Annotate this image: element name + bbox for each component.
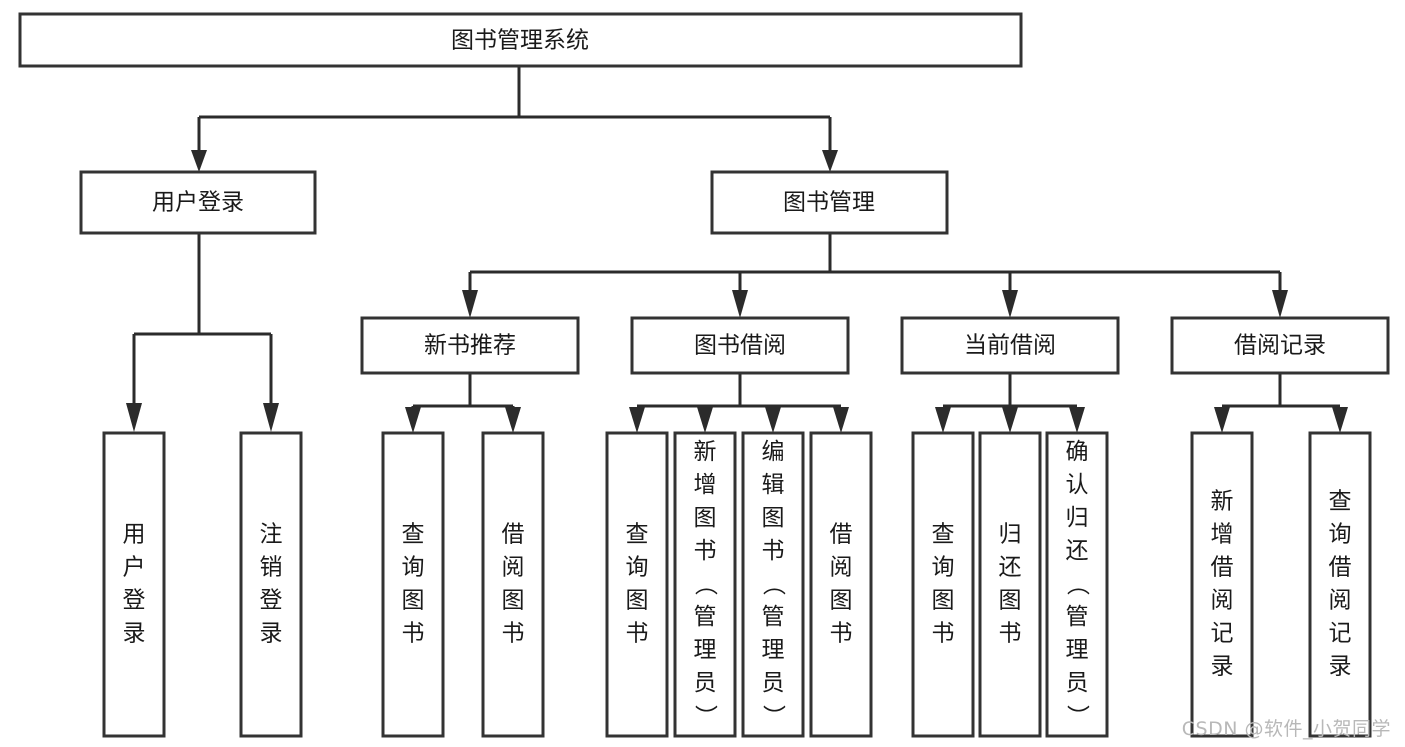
node-borrow-record[interactable]: 借阅记录 [1170, 316, 1390, 375]
node-root[interactable]: 图书管理系统 [18, 12, 1023, 68]
node-user-login-box[interactable] [79, 170, 317, 235]
node-leaf-borrow-book-2[interactable]: 借阅图书 [809, 431, 873, 738]
node-leaf-borrow-book-2-label: 借阅图书 [830, 522, 853, 647]
arrow-head-leaf-confirm-return [1069, 407, 1085, 433]
node-new-book-recommend-box[interactable] [360, 316, 580, 375]
node-leaf-logout-label: 注销登录 [260, 522, 283, 647]
arrow-head-leaf-return-book [1002, 407, 1018, 433]
node-current-borrow[interactable]: 当前借阅 [900, 316, 1120, 375]
node-leaf-query-book-3-box[interactable] [911, 431, 975, 738]
node-leaf-user-login-box[interactable] [102, 431, 166, 738]
node-leaf-query-book-1[interactable]: 查询图书 [381, 431, 445, 738]
node-leaf-confirm-return-box[interactable] [1045, 431, 1109, 738]
node-new-book-recommend-label: 新书推荐 [424, 333, 516, 359]
arrow-head-book-borrow [732, 290, 748, 318]
arrow-head-new-book-recommend [462, 290, 478, 318]
node-book-borrow-label: 图书借阅 [694, 333, 786, 359]
arrow-head-leaf-edit-book [765, 407, 781, 433]
node-leaf-return-book-label: 归还图书 [999, 522, 1022, 647]
node-leaf-confirm-return-label: 确认归还管理员 [1066, 439, 1089, 696]
node-leaf-borrow-book-1-label: 借阅图书 [502, 522, 525, 647]
arrow-head-leaf-logout [263, 403, 279, 432]
connector-group-root [191, 66, 838, 172]
arrow-head-book-management [822, 150, 838, 172]
node-leaf-logout[interactable]: 注销登录 [239, 431, 303, 738]
node-leaf-add-book[interactable]: 新增图书管理员 （ ） [673, 431, 737, 738]
node-borrow-record-label: 借阅记录 [1234, 333, 1326, 359]
node-user-login[interactable]: 用户登录 [79, 170, 317, 235]
node-leaf-add-record[interactable]: 新增借阅记录 [1190, 431, 1254, 738]
node-current-borrow-label: 当前借阅 [964, 333, 1056, 359]
node-leaf-borrow-book-1[interactable]: 借阅图书 [481, 431, 545, 738]
arrow-head-leaf-add-book [697, 407, 713, 433]
node-leaf-query-book-2[interactable]: 查询图书 [605, 431, 669, 738]
node-borrow-record-box[interactable] [1170, 316, 1390, 375]
node-leaf-add-record-box[interactable] [1190, 431, 1254, 738]
node-leaf-query-book-2-label: 查询图书 [626, 522, 649, 647]
node-leaf-query-book-3[interactable]: 查询图书 [911, 431, 975, 738]
node-leaf-query-record-label: 查询借阅记录 [1329, 489, 1352, 680]
connector-group-new-book-recommend [405, 373, 521, 433]
node-leaf-query-record-box[interactable] [1308, 431, 1372, 738]
vertical-char: （ [692, 573, 718, 596]
vertical-char: ） [692, 705, 718, 728]
vertical-char: （ [1064, 573, 1090, 596]
node-leaf-edit-book-label: 编辑图书管理员 [762, 439, 785, 696]
arrow-head-borrow-record [1272, 290, 1288, 318]
node-leaf-user-login-label: 用户登录 [123, 522, 146, 647]
node-book-borrow[interactable]: 图书借阅 [630, 316, 850, 375]
node-leaf-edit-book[interactable]: 编辑图书管理员 （ ） [741, 431, 805, 738]
node-leaf-confirm-return[interactable]: 确认归还管理员 （ ） [1045, 431, 1109, 738]
node-leaf-query-book-1-box[interactable] [381, 431, 445, 738]
node-leaf-return-book[interactable]: 归还图书 [978, 431, 1042, 738]
node-leaf-user-login[interactable]: 用户登录 [102, 431, 166, 738]
node-user-login-label: 用户登录 [152, 190, 244, 216]
connector-group-book-borrow [629, 373, 849, 433]
arrow-head-leaf-user-login [126, 403, 142, 432]
node-leaf-query-record[interactable]: 查询借阅记录 [1308, 431, 1372, 738]
node-leaf-query-book-1-label: 查询图书 [402, 522, 425, 647]
vertical-char: （ [760, 573, 786, 596]
node-leaf-borrow-book-1-box[interactable] [481, 431, 545, 738]
connector-group-user-login [126, 233, 279, 432]
node-new-book-recommend[interactable]: 新书推荐 [360, 316, 580, 375]
node-leaf-query-book-2-box[interactable] [605, 431, 669, 738]
arrow-head-leaf-borrow-book-2 [833, 407, 849, 433]
node-leaf-borrow-book-2-box[interactable] [809, 431, 873, 738]
arrow-head-user-login [191, 150, 207, 172]
node-leaf-add-record-label: 新增借阅记录 [1211, 489, 1234, 680]
node-book-management-label: 图书管理 [783, 190, 875, 216]
arrow-head-leaf-query-book-3 [935, 407, 951, 433]
connector-group-current-borrow [935, 373, 1085, 433]
arrow-head-leaf-query-record [1332, 407, 1348, 433]
node-leaf-add-book-box[interactable] [673, 431, 737, 738]
connector-group-borrow-record [1214, 373, 1348, 433]
vertical-char: ） [1064, 705, 1090, 728]
arrow-head-current-borrow [1002, 290, 1018, 318]
arrow-head-leaf-query-book-2 [629, 407, 645, 433]
node-root-label: 图书管理系统 [451, 28, 589, 54]
node-book-management[interactable]: 图书管理 [710, 170, 949, 235]
arrow-head-leaf-query-book-1 [405, 407, 421, 433]
arrow-head-leaf-add-record [1214, 407, 1230, 433]
node-leaf-edit-book-box[interactable] [741, 431, 805, 738]
connector-group-book-management [462, 233, 1288, 318]
node-leaf-add-book-label: 新增图书管理员 [694, 439, 717, 696]
node-book-management-box[interactable] [710, 170, 949, 235]
node-book-borrow-box[interactable] [630, 316, 850, 375]
node-leaf-logout-box[interactable] [239, 431, 303, 738]
node-leaf-query-book-3-label: 查询图书 [932, 522, 955, 647]
vertical-char: ） [760, 705, 786, 728]
node-root-box[interactable] [18, 12, 1023, 68]
arrow-head-leaf-borrow-book-1 [505, 407, 521, 433]
node-current-borrow-box[interactable] [900, 316, 1120, 375]
node-leaf-return-book-box[interactable] [978, 431, 1042, 738]
